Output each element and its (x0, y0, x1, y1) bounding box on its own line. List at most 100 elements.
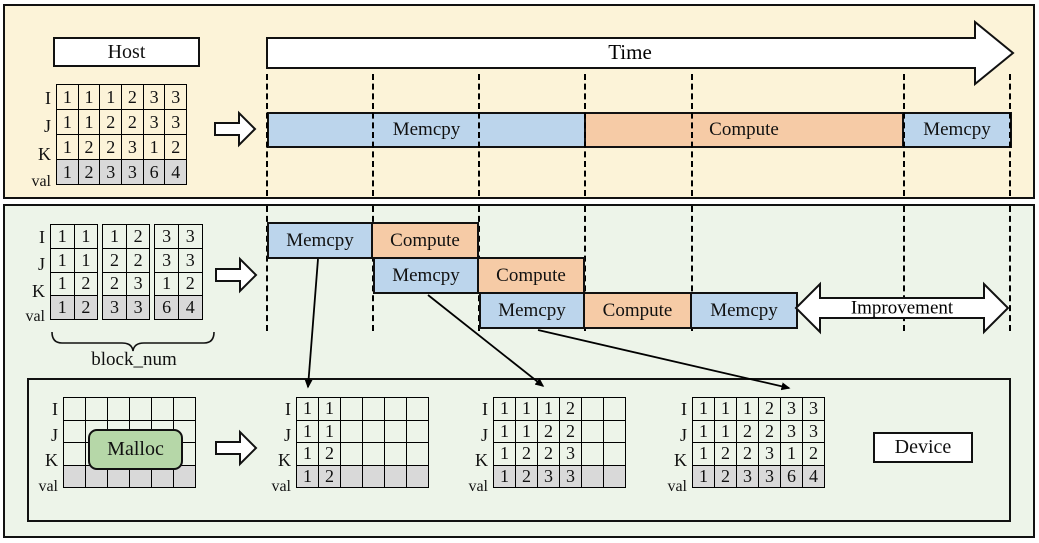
right-block-arrow-icon (215, 256, 258, 294)
malloc-label: Malloc (107, 438, 164, 460)
matrix-cell: 2 (758, 397, 781, 421)
matrix-cell: 1 (318, 419, 341, 444)
matrix-cell (129, 397, 152, 421)
matrix-cell (173, 464, 196, 489)
row-label: K (45, 450, 58, 471)
block-num-text: block_num (91, 349, 177, 370)
matrix-cell: 3 (537, 464, 560, 489)
time-gridline (1009, 206, 1011, 331)
matrix-cell: 3 (559, 442, 582, 466)
matrix-cell: 2 (758, 419, 781, 444)
matrix-cell: 3 (758, 442, 781, 466)
matrix-cell (173, 397, 196, 421)
matrix-cell: 3 (125, 295, 151, 321)
matrix-cell: 2 (102, 247, 127, 273)
matrix-cell: 2 (515, 464, 538, 489)
stream2-memcpy-bar: Memcpy (373, 257, 479, 294)
matrix-cell: 1 (154, 271, 179, 297)
matrix-cell (406, 464, 429, 489)
matrix-cell: 2 (736, 419, 759, 444)
matrix-cell: 1 (515, 419, 538, 444)
stream1-compute-bar: Compute (371, 222, 479, 259)
stream3-compute-bar: Compute (583, 292, 692, 329)
row-label: K (38, 144, 51, 164)
matrix-cell: 1 (77, 109, 101, 135)
row-label: I (45, 88, 51, 108)
matrix-cell (384, 442, 407, 466)
matrix-cell: 2 (164, 134, 188, 160)
matrix-cell: 6 (154, 295, 179, 321)
matrix-cell: 2 (99, 134, 123, 160)
time-gridline (266, 74, 268, 196)
host-label-box: Host (53, 37, 200, 67)
row-label: J (50, 424, 58, 445)
serial-memcpy-bar: Memcpy (267, 112, 586, 148)
matrix-cell (340, 419, 363, 444)
matrix-cell: 1 (102, 224, 127, 249)
matrix-cell: 3 (121, 159, 144, 185)
matrix-cell (151, 397, 174, 421)
matrix-cell: 3 (142, 84, 166, 110)
host-label: Host (107, 40, 146, 63)
row-label: J (283, 424, 291, 445)
matrix-cell (384, 419, 407, 444)
matrix-cell: 1 (50, 247, 75, 273)
matrix-cell (603, 442, 626, 466)
matrix-cell: 2 (77, 159, 101, 185)
matrix-cell (406, 397, 429, 421)
matrix-cell: 1 (56, 159, 79, 185)
matrix-cell: 1 (296, 419, 319, 444)
matrix-cell: 1 (692, 464, 715, 489)
matrix-cell: 3 (154, 247, 179, 273)
matrix-cell: 3 (164, 109, 188, 135)
matrix-cell: 3 (177, 224, 203, 249)
matrix-cell: 2 (537, 442, 560, 466)
matrix-cell: 3 (164, 84, 188, 110)
matrix-cell: 1 (493, 397, 516, 421)
matrix-cell: 2 (73, 295, 99, 321)
row-label: K (674, 450, 687, 471)
matrix-cell: 3 (121, 134, 144, 160)
row-label: K (278, 450, 291, 471)
row-label: I (52, 399, 58, 419)
row-label: K (475, 450, 488, 471)
row-label: J (43, 116, 51, 136)
matrix-cell (581, 397, 604, 421)
matrix-cell: 1 (56, 134, 79, 160)
matrix-cell: 1 (73, 224, 99, 249)
matrix-cell: 6 (780, 464, 803, 489)
matrix-cell (63, 442, 86, 466)
matrix-cell: 1 (50, 295, 75, 321)
matrix-cell: 3 (802, 397, 825, 421)
matrix-cell (603, 464, 626, 489)
matrix-cell: 1 (56, 109, 79, 135)
serial-memcpy-bar: Memcpy (902, 112, 1012, 148)
matrix-cell: 3 (758, 464, 781, 489)
matrix-cell: 2 (537, 419, 560, 444)
row-label: I (681, 399, 687, 419)
matrix-cell: 2 (714, 442, 737, 466)
matrix-cell: 2 (714, 464, 737, 489)
row-label: J (679, 424, 687, 445)
matrix-cell: 2 (515, 442, 538, 466)
matrix-cell: 1 (780, 442, 803, 466)
time-gridline (691, 74, 693, 196)
device-label-box: Device (873, 432, 973, 463)
matrix-cell: 3 (780, 397, 803, 421)
time-gridline (903, 206, 905, 331)
malloc-box: Malloc (88, 429, 183, 470)
matrix-cell: 3 (154, 224, 179, 249)
matrix-cell: 2 (125, 224, 151, 249)
time-gridline (1009, 74, 1011, 196)
row-label: I (39, 227, 45, 247)
matrix-cell (85, 464, 108, 489)
matrix-cell: 1 (493, 464, 516, 489)
